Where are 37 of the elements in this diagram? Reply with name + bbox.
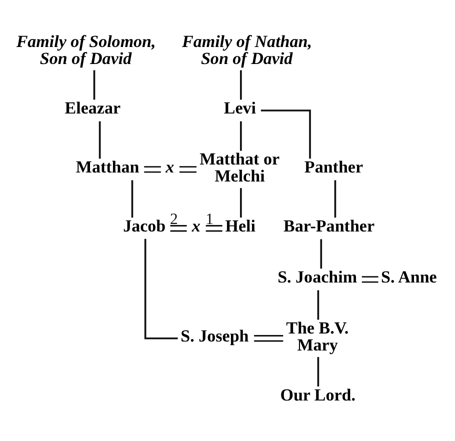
connector [317,357,320,386]
node-text: Matthat or Melchi [200,150,280,186]
node-text: Bar-Panther [283,216,375,236]
connector [240,188,242,218]
connector [93,70,96,100]
node-text: Matthan [76,158,140,177]
node-text: Panther [304,158,364,177]
edge-label: 1 [206,210,214,228]
node-text: Our Lord. [280,385,356,404]
node-text: S. Anne [381,268,437,287]
connector [240,70,242,100]
connector [170,225,187,232]
node-text: S. Joachim [278,268,358,287]
connector [334,180,336,218]
node-text: Eleazar [64,98,121,118]
connector [260,110,311,159]
connector [144,166,161,173]
connector [98,121,101,159]
node-text: Heli [225,216,256,236]
node-text: x [166,158,174,177]
node-text: Family of Solomon, Son of David [16,32,156,68]
connector [179,166,197,173]
connector [131,180,134,218]
connector [206,225,222,232]
node-text: Family of Nathan, Son of David [182,32,312,68]
node-text: S. Joseph [180,326,249,346]
connector [320,239,322,269]
connector [254,335,284,342]
connector [317,290,320,320]
edge-label: 2 [170,210,178,228]
connector [362,276,378,283]
connector [144,238,178,340]
connector [240,121,242,151]
node-text: The B.V. Mary [286,318,349,355]
node-text: Levi [224,98,256,118]
node-text: x [192,216,200,236]
node-text: Jacob [123,216,166,236]
